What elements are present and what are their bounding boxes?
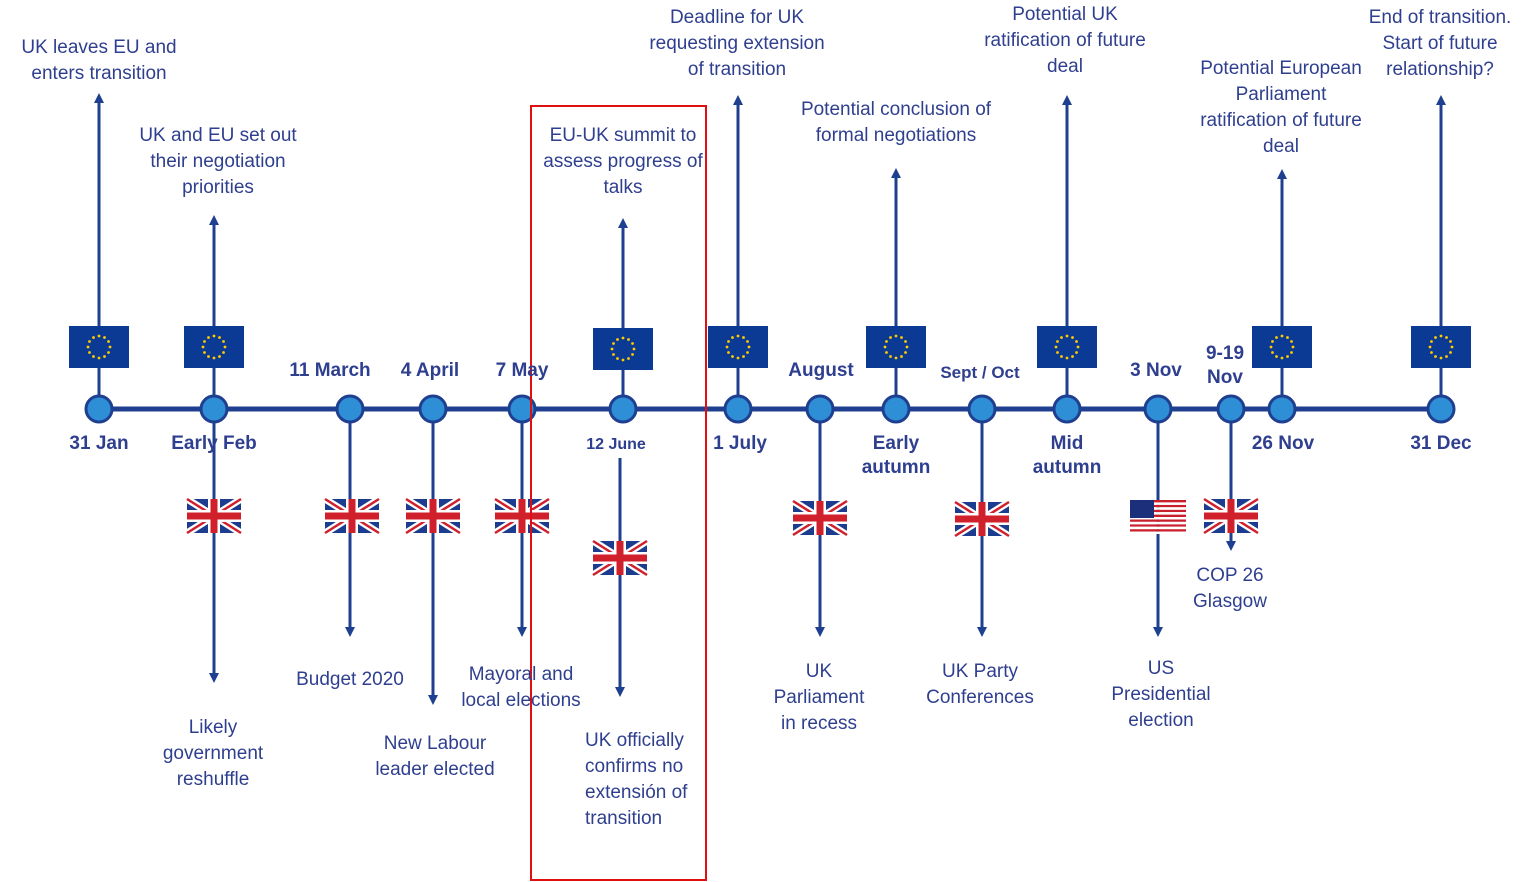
marker-11-march [335,394,365,424]
event-label-us-election: US Presidential election [1111,658,1211,731]
event-label-recess: UK Parliament in recess [773,661,865,734]
date-label-1-july: 1 July [713,433,767,454]
marker-4-april [418,394,448,424]
eu-flag-icon [593,328,653,370]
marker-31-dec [1426,394,1456,424]
marker-1-july [723,394,753,424]
eu-flag-icon [708,326,768,368]
event-label-elections: Mayoral and local elections [461,664,581,711]
uk-flag-icon [791,498,849,538]
eu-flag-icon [1411,326,1471,368]
event-label-reshuffle: Likely government reshuffle [162,717,264,790]
event-label-summit: EU-UK summit to assess progress of talks [543,125,703,198]
event-label-no-extension: UK officially confirms no extensión of t… [585,730,688,829]
event-label-priorities: UK and EU set out their negotiation prio… [139,125,297,198]
marker-26-nov [1267,394,1297,424]
uk-flag-icon [591,538,649,578]
uk-flag-icon [323,496,381,536]
event-label-deadline: Deadline for UK requesting extension of … [649,7,825,80]
marker-3-nov [1143,394,1173,424]
event-label-budget: Budget 2020 [296,669,404,690]
date-label-mid-autumn: Mid autumn [1032,433,1102,478]
marker-31-jan [84,394,114,424]
date-label-9-19-nov: 9-19 Nov [1205,343,1245,388]
date-label-3-nov: 3 Nov [1130,360,1182,381]
date-label-26-nov: 26 Nov [1251,433,1315,454]
marker-9-19-nov [1216,394,1246,424]
us-flag-icon [1130,500,1186,534]
uk-flag-icon [404,496,462,536]
date-label-12-june: 12 June [586,436,646,453]
event-label-cop26: COP 26 Glasgow [1193,565,1267,612]
date-label-31-jan: 31 Jan [69,433,129,454]
event-label-end: End of transition. Start of future relat… [1368,7,1512,80]
uk-flag-icon [185,496,243,536]
marker-12-june [608,394,638,424]
date-label-early-feb: Early Feb [171,433,257,454]
date-label-august: August [788,360,854,381]
marker-7-may [507,394,537,424]
marker-sept-oct [967,394,997,424]
date-label-4-april: 4 April [400,360,460,381]
eu-flag-icon [866,326,926,368]
date-label-31-dec: 31 Dec [1410,433,1472,454]
eu-flag-icon [184,326,244,368]
event-label-labour: New Labour leader elected [375,733,495,780]
marker-august [805,394,835,424]
date-label-sept-oct: Sept / Oct [940,363,1020,382]
marker-mid-autumn [1052,394,1082,424]
uk-flag-icon [953,499,1011,539]
event-label-ep-ratification: Potential European Parliament ratificati… [1200,58,1362,157]
eu-flag-icon [1252,326,1312,368]
date-label-7-may: 7 May [495,360,549,381]
eu-flag-icon [69,326,129,368]
date-label-early-autumn: Early autumn [861,433,931,478]
marker-early-autumn [881,394,911,424]
uk-flag-icon [1202,496,1260,536]
marker-early-feb [199,394,229,424]
event-label-leaves: UK leaves EU and enters transition [21,37,177,84]
event-label-uk-ratification: Potential UK ratification of future deal [984,4,1146,77]
uk-flag-icon [493,496,551,536]
june-highlight-box [530,105,707,881]
date-label-11-march: 11 March [289,360,371,381]
event-label-conclusion: Potential conclusion of formal negotiati… [800,99,992,146]
event-label-conferences: UK Party Conferences [926,661,1034,708]
eu-flag-icon [1037,326,1097,368]
